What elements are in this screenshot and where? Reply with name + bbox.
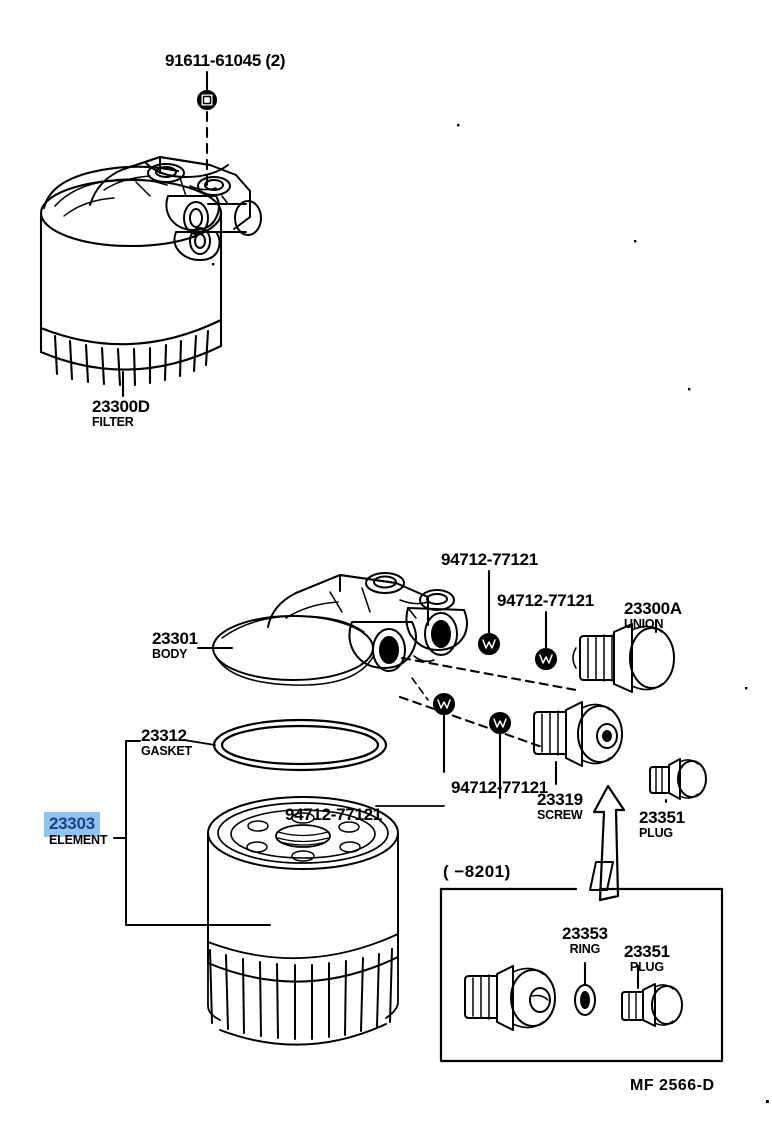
part-label-washer-94712-c[interactable]: 94712-77121 <box>451 779 548 796</box>
part-label-screw-23319[interactable]: 23319 SCREW <box>537 791 583 822</box>
part-number: 94712-77121 <box>451 778 548 797</box>
assembly-line-branch <box>411 677 429 701</box>
inset-union-bolt <box>464 965 556 1031</box>
plug-23351 <box>649 758 707 800</box>
washer-icon-94712-d <box>488 711 512 735</box>
part-number: 23319 <box>537 790 583 809</box>
part-number: 94712-77121 <box>497 591 594 610</box>
part-number: 23301 <box>152 629 198 648</box>
part-label-element-23303-selected[interactable]: 23303 ELEMENT <box>44 812 108 847</box>
inset-marker <box>589 861 614 891</box>
part-number: 94712-77121 <box>285 805 382 824</box>
filter-body-casting-23301 <box>212 572 468 686</box>
part-name: FILTER <box>92 415 134 429</box>
inset-ring-23353 <box>574 984 596 1016</box>
filter-head-casting-upper <box>89 156 262 261</box>
sheet-reference-code: MF 2566-D <box>630 1077 715 1094</box>
part-name: RING <box>569 942 601 956</box>
part-number: 94712-77121 <box>441 550 538 569</box>
part-number: 91611-61045 (2) <box>165 51 286 70</box>
part-label-washer-94712-d[interactable]: 94712-77121 <box>285 806 382 823</box>
washer-icon-94712-b <box>534 647 558 671</box>
part-label-gasket-23312[interactable]: 23312 GASKET <box>141 727 192 758</box>
inset-header-date-range: ( −8201) <box>443 862 511 881</box>
part-label-washer-94712-b[interactable]: 94712-77121 <box>497 592 594 609</box>
part-name: GASKET <box>141 744 192 758</box>
part-name: SCREW <box>537 808 583 822</box>
part-number: 23351 <box>639 808 685 827</box>
filter-canister-upper <box>39 165 223 387</box>
inset-plug-23351 <box>621 983 683 1027</box>
filter-element-23303 <box>207 796 399 1046</box>
union-bolt-23300a <box>572 623 675 693</box>
part-number: 23351 <box>624 942 670 961</box>
part-number: 23312 <box>141 726 187 745</box>
washer-icon-94712-c <box>432 692 456 716</box>
part-label-union-23300a[interactable]: 23300A UNION <box>624 600 682 631</box>
screw-23319 <box>533 701 623 767</box>
part-name: BODY <box>152 647 188 661</box>
washer-icon-94712-a <box>477 632 501 656</box>
assembly-line-lower-bolt <box>398 695 547 750</box>
registration-dots <box>212 124 769 1103</box>
gasket-oring-23312 <box>212 718 388 772</box>
part-name: PLUG <box>629 960 664 974</box>
part-label-washer-94712-a[interactable]: 94712-77121 <box>441 551 538 568</box>
part-label-body-23301[interactable]: 23301 BODY <box>152 630 198 661</box>
part-label-filter-23300d[interactable]: 23300D FILTER <box>92 398 150 429</box>
part-name: ELEMENT <box>49 833 108 847</box>
part-number-highlighted: 23303 <box>44 812 100 837</box>
bracket-element-23303 <box>113 740 271 926</box>
part-label-bolt-91611[interactable]: 91611-61045 (2) <box>165 51 286 70</box>
part-label-ring-23353[interactable]: 23353 RING <box>562 925 608 956</box>
part-number: 23300D <box>92 397 150 416</box>
leader-line-gasket-23312 <box>183 739 216 746</box>
bolt-head-icon-91611 <box>196 89 218 111</box>
part-name: PLUG <box>639 826 673 840</box>
part-name: UNION <box>624 617 664 631</box>
inset-box-frame <box>439 887 724 1063</box>
part-number: 23300A <box>624 599 682 618</box>
part-number: 23353 <box>562 924 608 943</box>
inset-pointer-arrow <box>592 784 626 902</box>
assembly-line-upper-bolt <box>400 656 578 692</box>
part-label-inset-plug-23351[interactable]: 23351 PLUG <box>624 943 670 974</box>
part-label-plug-23351[interactable]: 23351 PLUG <box>639 809 685 840</box>
